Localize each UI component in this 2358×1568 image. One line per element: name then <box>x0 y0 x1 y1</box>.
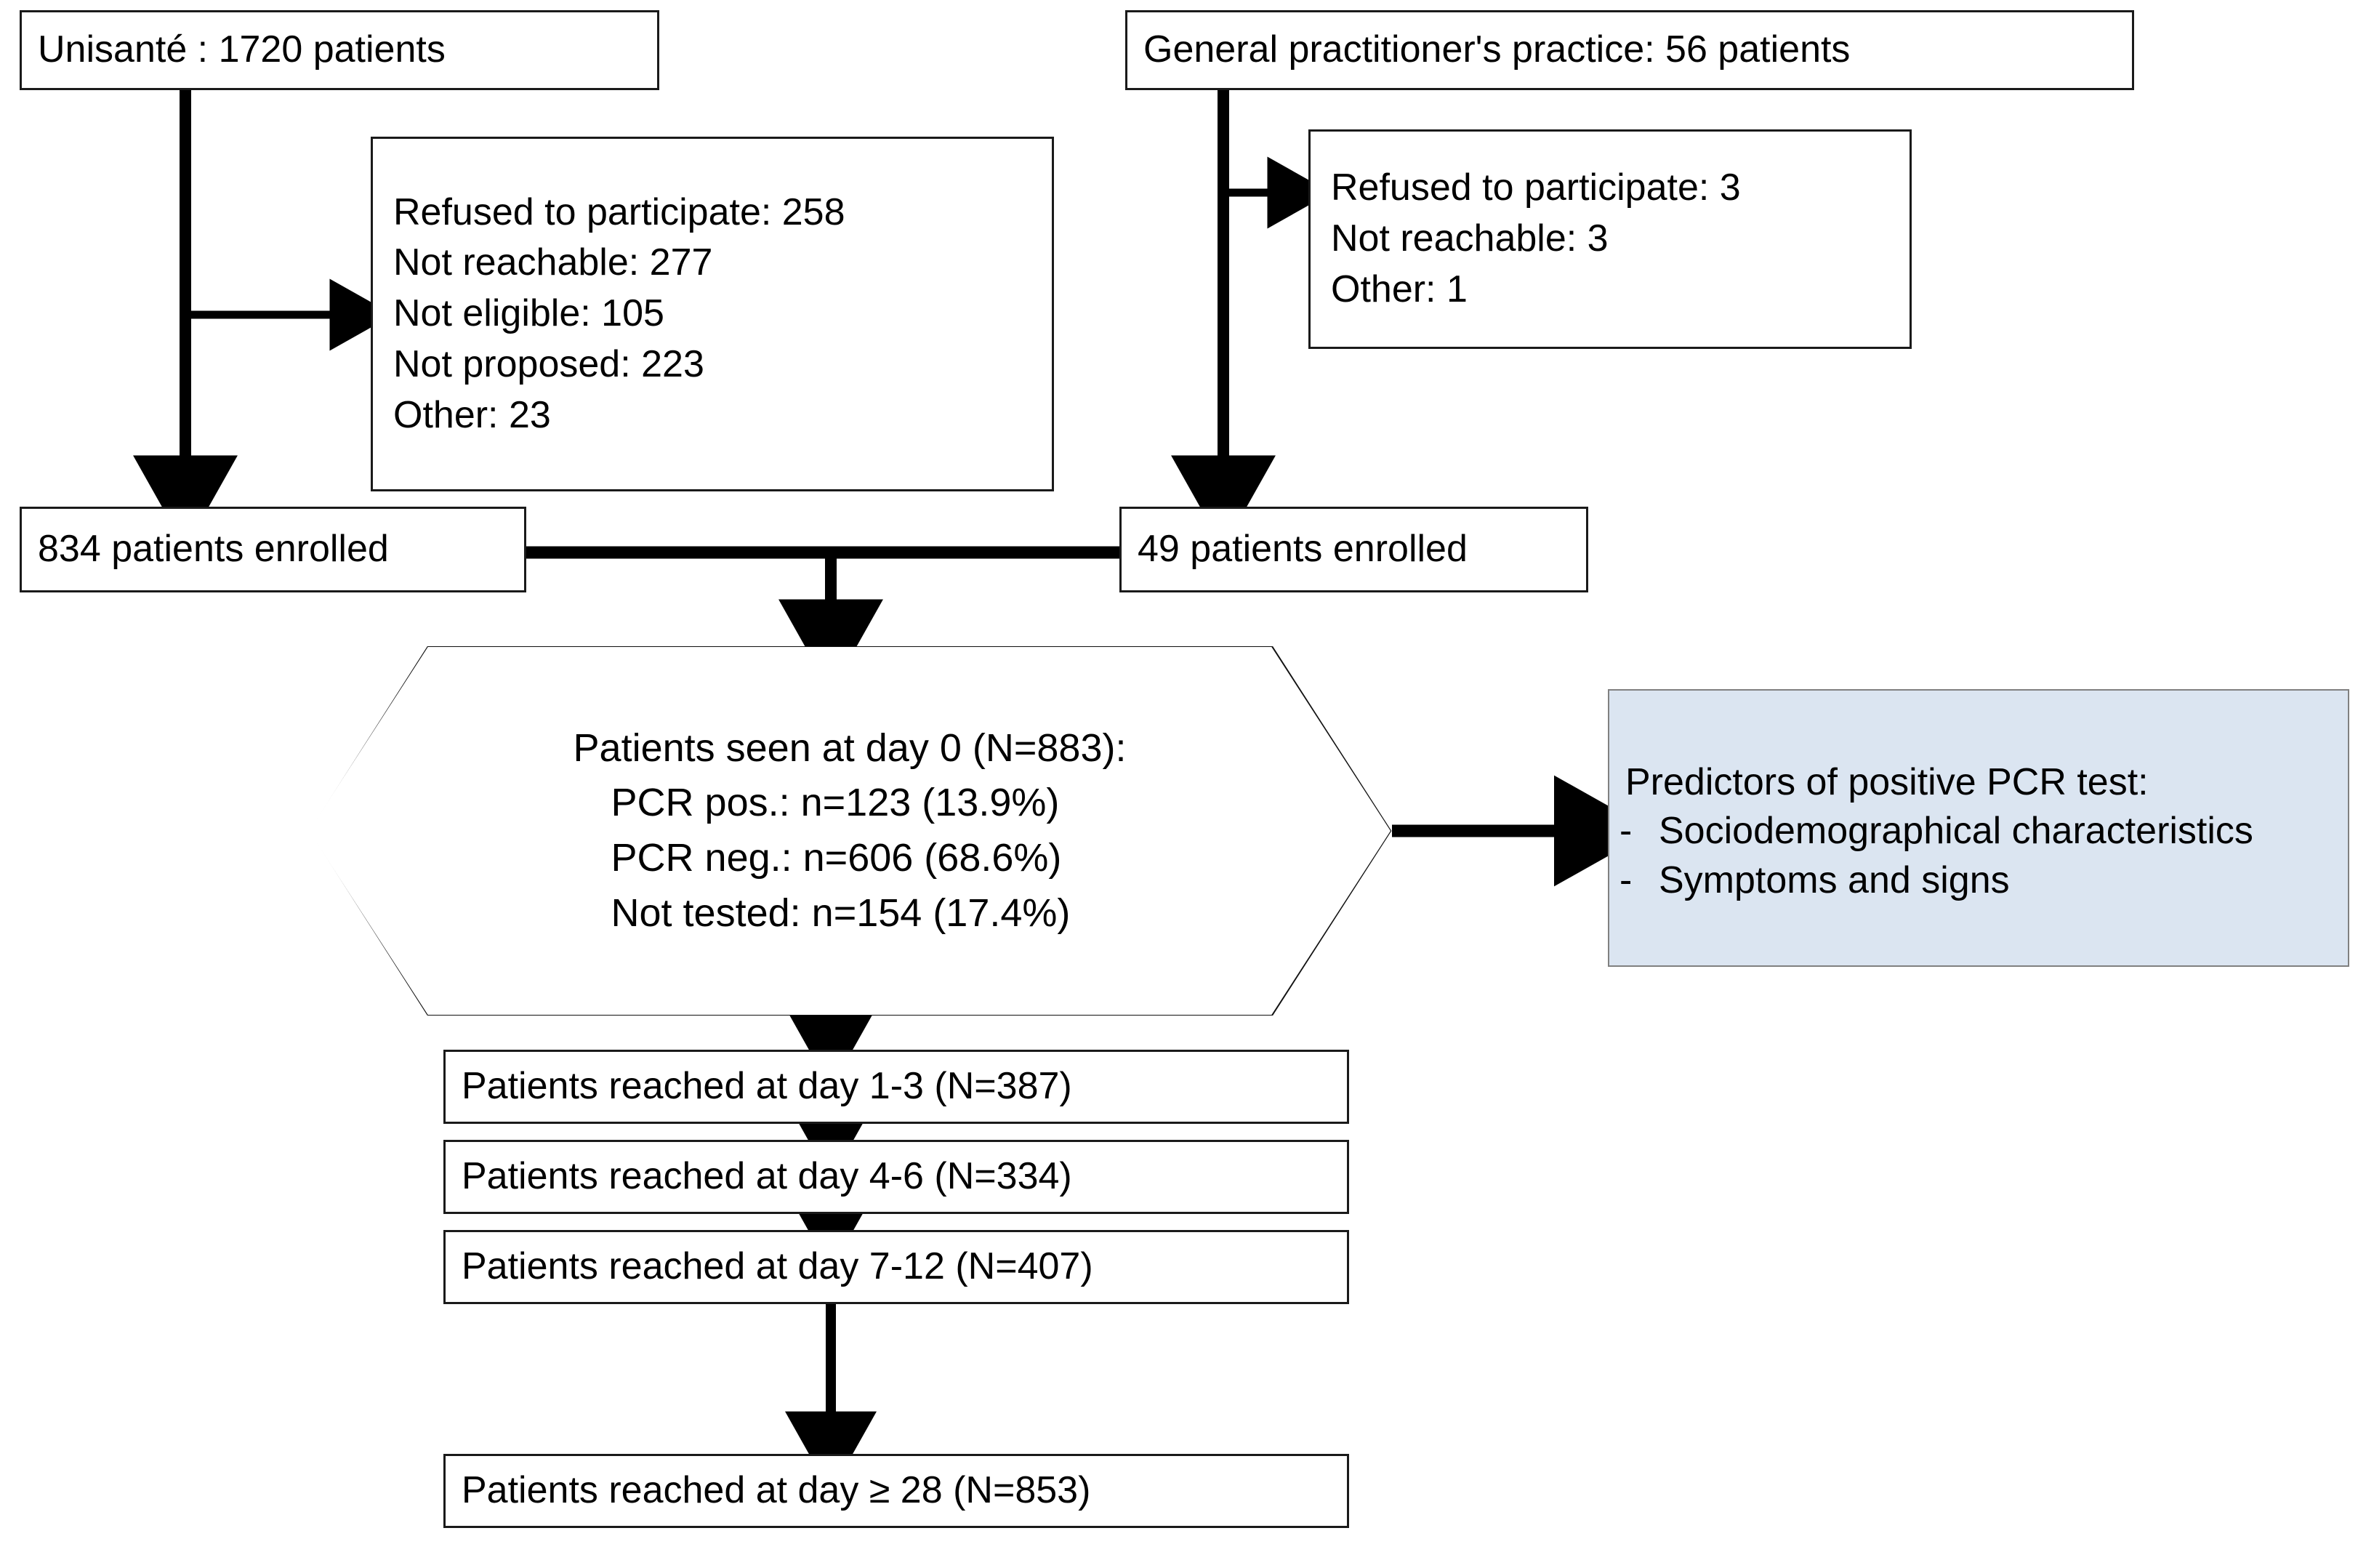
followup-label: Patients reached at day 4-6 (N=334) <box>462 1155 1072 1198</box>
predictors-item-label: Symptoms and signs <box>1659 859 2010 901</box>
node-followup-day-4-6: Patients reached at day 4-6 (N=334) <box>443 1140 1349 1214</box>
exclusion-line: Refused to participate: 3 <box>1331 166 1741 209</box>
node-followup-day-1-3: Patients reached at day 1-3 (N=387) <box>443 1050 1349 1124</box>
node-exclusions-unisante: Refused to participate: 258 Not reachabl… <box>371 137 1054 491</box>
exclusion-line: Not reachable: 3 <box>1331 217 1609 260</box>
bullet-dash-icon: - <box>1619 859 1633 901</box>
exclusion-line: Not proposed: 223 <box>393 342 704 385</box>
predictors-bullet-item: - Symptoms and signs <box>1609 856 2348 906</box>
day0-item: PCR pos.: n=123 (13.9%) <box>611 781 1060 825</box>
source-unisante-label: Unisanté : 1720 patients <box>38 28 446 71</box>
followup-label: Patients reached at day ≥ 28 (N=853) <box>462 1469 1091 1512</box>
predictors-bullet-item: - Sociodemographical characteristics <box>1609 807 2348 856</box>
node-predictors-panel: Predictors of positive PCR test: - Socio… <box>1608 689 2349 967</box>
node-enrolled-gp-practice: 49 patients enrolled <box>1119 507 1588 592</box>
followup-label: Patients reached at day 1-3 (N=387) <box>462 1065 1072 1108</box>
node-exclusions-gp-practice: Refused to participate: 3 Not reachable:… <box>1308 129 1912 349</box>
exclusion-line: Refused to participate: 258 <box>393 190 845 233</box>
node-followup-day-7-12: Patients reached at day 7-12 (N=407) <box>443 1230 1349 1304</box>
node-followup-day-ge-28: Patients reached at day ≥ 28 (N=853) <box>443 1454 1349 1528</box>
day0-header: Patients seen at day 0 (N=883): <box>573 725 1127 770</box>
node-enrolled-unisante: 834 patients enrolled <box>20 507 526 592</box>
node-day0-hexagon: Patients seen at day 0 (N=883): PCR pos.… <box>309 647 1391 1015</box>
exclusion-line: Not eligible: 105 <box>393 292 664 335</box>
exclusion-line: Not reachable: 277 <box>393 241 713 284</box>
enrolled-unisante-label: 834 patients enrolled <box>38 528 389 571</box>
exclusion-line: Other: 23 <box>393 393 551 436</box>
day0-item: PCR neg.: n=606 (68.6%) <box>611 836 1062 880</box>
bullet-dash-icon: - <box>1619 810 1633 853</box>
followup-label: Patients reached at day 7-12 (N=407) <box>462 1245 1093 1288</box>
exclusion-line: Other: 1 <box>1331 268 1468 310</box>
day0-item: Not tested: n=154 (17.4%) <box>611 890 1071 935</box>
predictors-item-label: Sociodemographical characteristics <box>1659 810 2253 853</box>
node-source-gp-practice: General practitioner's practice: 56 pati… <box>1125 10 2134 90</box>
node-source-unisante: Unisanté : 1720 patients <box>20 10 659 90</box>
day0-text-block: Patients seen at day 0 (N=883): PCR pos.… <box>574 721 1127 941</box>
enrolled-gp-label: 49 patients enrolled <box>1138 528 1468 571</box>
source-gp-label: General practitioner's practice: 56 pati… <box>1143 28 1851 71</box>
predictors-title: Predictors of positive PCR test: <box>1625 760 2149 803</box>
